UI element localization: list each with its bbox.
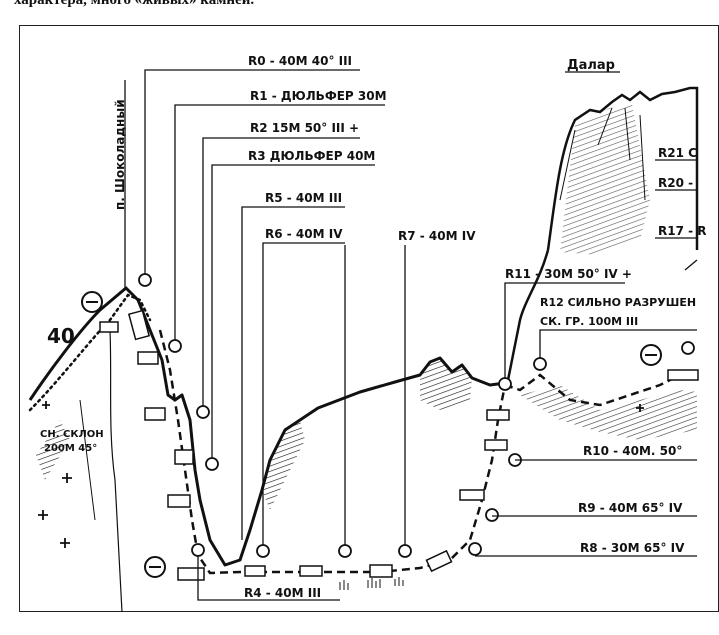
r7-label: R7 - 40М IV: [398, 229, 476, 243]
r8-label: R8 - 30М 65° IV: [580, 541, 685, 555]
r12-label-1: R12 СИЛЬНО РАЗРУШЕН: [540, 296, 696, 309]
route-diagram: п. Шоколадный Далар 40 СН. СКЛОН 200М 45…: [28, 54, 707, 613]
r1-label: R1 - ДЮЛЬФЕР 30М: [250, 89, 387, 103]
cliff-hatching-2: [420, 358, 472, 410]
plus-signs: [38, 401, 644, 548]
peak-shading: [560, 104, 650, 255]
r21-label: R21 С: [658, 146, 697, 160]
rope-sections: [99, 309, 699, 581]
right-ground-hatch: [520, 385, 697, 440]
r9-label: R9 - 40М 65° IV: [578, 501, 683, 515]
grass-marks: [339, 577, 404, 590]
ridge-line: [506, 249, 550, 381]
height-label: 40: [47, 324, 75, 348]
slope-label-1: СН. СКЛОН: [40, 429, 104, 440]
r11-label: R11 - 30М 50° IV +: [505, 267, 632, 281]
r0-label: R0 - 40М 40° III: [248, 54, 352, 68]
r4-label: R4 - 40М III: [244, 586, 321, 600]
r5-label: R5 - 40М III: [265, 191, 342, 205]
cliff-hatching-1: [262, 420, 305, 510]
left-dotted-path: [28, 293, 152, 412]
r20-label: R20 -: [658, 176, 693, 190]
route-name-label: п. Шоколадный: [113, 99, 127, 210]
leader-lines: [124, 69, 698, 601]
r17-label: R17 - R: [658, 224, 707, 238]
r3-label: R3 ДЮЛЬФЕР 40М: [248, 149, 375, 163]
slope-label-2: 200М 45°: [44, 443, 97, 454]
peak-name-label: Далар: [567, 58, 615, 73]
bivouac-markers: [81, 291, 662, 578]
r6-label: R6 - 40М IV: [265, 227, 343, 241]
left-shading: [36, 420, 70, 480]
r12-label-2: СК. ГР. 100М III: [540, 315, 638, 328]
peak-silhouette: [546, 86, 699, 251]
header-text: характера, много «живых» камней.: [14, 0, 255, 8]
r2-label: R2 15М 50° III +: [250, 121, 359, 135]
r10-label: R10 - 40М. 50°: [583, 444, 682, 458]
